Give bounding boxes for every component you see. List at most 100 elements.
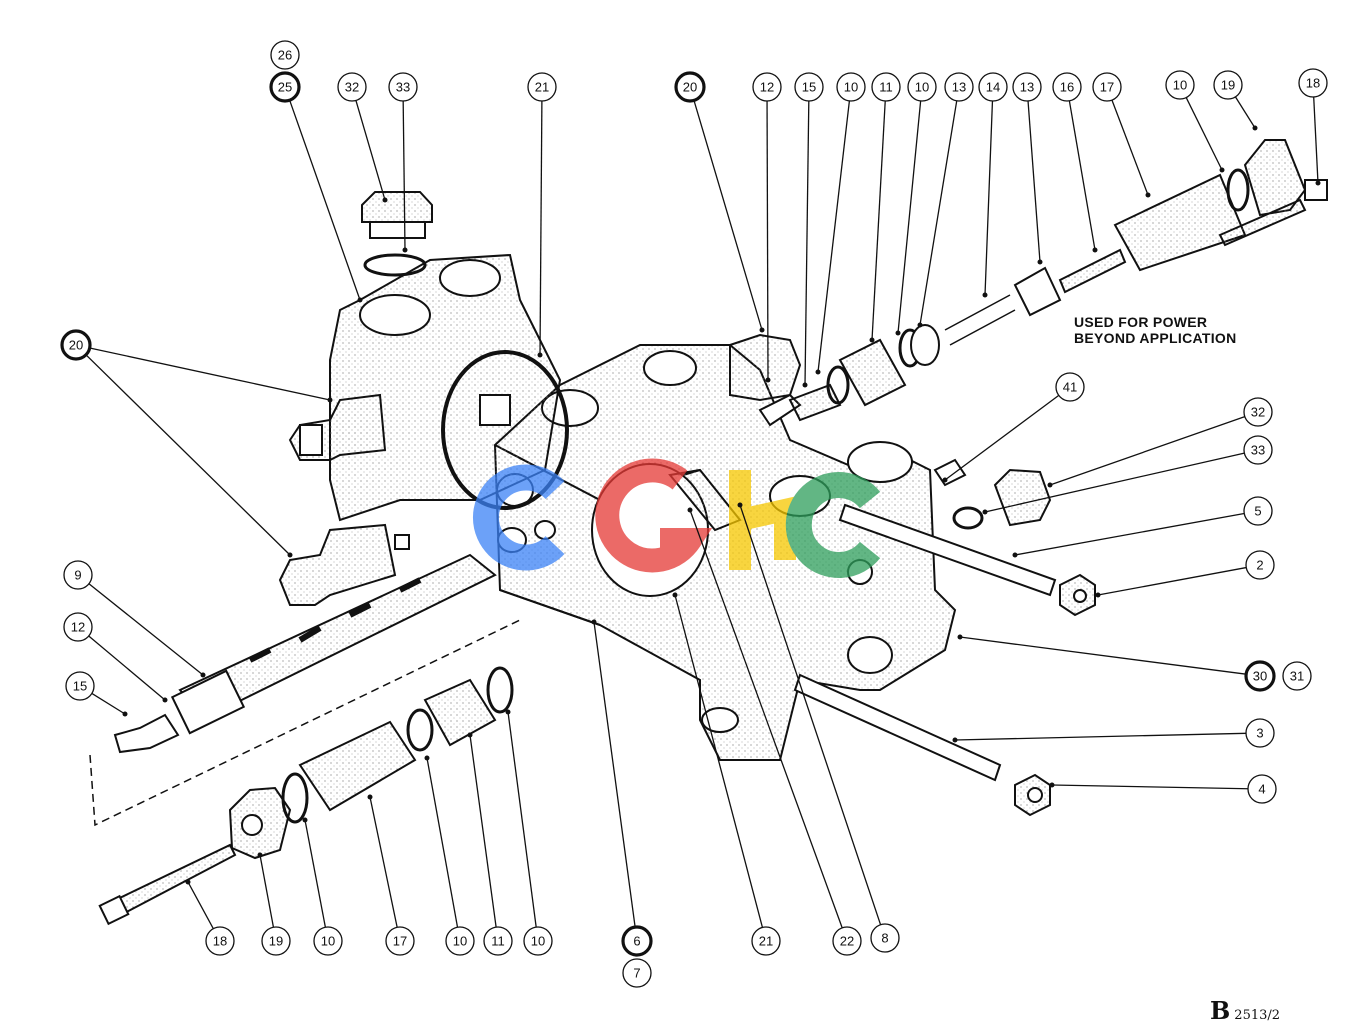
callout-circle [1243, 435, 1273, 465]
leader-c12b [88, 635, 166, 701]
callout-label: 33 [1251, 443, 1265, 458]
callout-label: 33 [396, 80, 410, 95]
callout-circle [832, 926, 862, 956]
callout-c32b: 32 [1243, 397, 1273, 427]
leader-dot-c13a [917, 322, 923, 328]
callout-label: 19 [269, 934, 283, 949]
callout-label: 26 [278, 48, 292, 63]
leader-c10b [897, 100, 922, 334]
leader-c4 [1051, 784, 1249, 790]
callout-circle [63, 612, 93, 642]
callout-circle [385, 926, 415, 956]
callout-c5: 5 [1243, 496, 1273, 526]
callout-circle [1298, 68, 1328, 98]
plug-15-left [113, 713, 180, 754]
callout-label: 21 [759, 934, 773, 949]
callout-c31: 31 [1282, 661, 1312, 691]
callout-circle [1092, 72, 1122, 102]
callout-circle [60, 329, 92, 361]
callout-label: 12 [71, 620, 85, 635]
leader-dot-c41 [942, 477, 948, 483]
leader-dot-c2 [1095, 592, 1101, 598]
callout-c10f: 10 [523, 926, 553, 956]
leader-dot-c17b [367, 794, 373, 800]
callout-circle [261, 926, 291, 956]
callout-c10b: 10 [907, 72, 937, 102]
relief-valve-upper-left [288, 393, 387, 461]
callout-circle [1245, 550, 1275, 580]
leader-dot-c33b [982, 509, 988, 515]
callout-label: 16 [1060, 80, 1074, 95]
leader-dot-c3 [952, 737, 958, 743]
leader-c20a [693, 100, 763, 331]
leader-c8 [739, 504, 882, 925]
leader-dot-c21a [537, 352, 543, 358]
leader-dot-c13b [1037, 259, 1043, 265]
callout-c41: 41 [1055, 372, 1085, 402]
callout-label: 10 [531, 934, 545, 949]
leader-c21b [674, 594, 764, 928]
leader-c5 [1014, 512, 1245, 556]
callout-c33b: 33 [1243, 435, 1273, 465]
callout-c21b: 21 [751, 926, 781, 956]
callout-circle [1245, 718, 1275, 748]
callout-label: 6 [633, 934, 640, 949]
callout-c12a: 12 [752, 72, 782, 102]
callout-c7: 7 [622, 958, 652, 988]
callout-circle [870, 923, 900, 953]
watermark-c1 [473, 464, 565, 571]
callout-c4: 4 [1247, 774, 1277, 804]
callout-label: 30 [1253, 669, 1267, 684]
callout-c22: 22 [832, 926, 862, 956]
callout-label: 20 [69, 338, 83, 353]
drawing-ref-number: 2513/2 [1234, 1008, 1281, 1023]
callout-circle [1282, 661, 1312, 691]
callout-label: 15 [802, 80, 816, 95]
callout-circle [527, 72, 557, 102]
watermark-g [595, 458, 713, 573]
callout-c10c: 10 [1165, 70, 1195, 100]
leader-c10c [1185, 97, 1223, 171]
callout-circle [836, 72, 866, 102]
callout-circle [1213, 70, 1243, 100]
leader-dot-c21b [672, 592, 678, 598]
leader-c10e [426, 757, 459, 928]
leader-c11b [469, 734, 497, 928]
callout-c15b: 15 [65, 671, 95, 701]
callout-c15a: 15 [794, 72, 824, 102]
callout-circle [269, 71, 301, 103]
leader-c10f [507, 711, 537, 928]
callout-c25: 25 [269, 71, 301, 103]
leader-c15a [804, 100, 810, 386]
leader-dot-c22 [687, 507, 693, 513]
relief-valve-top-right [729, 333, 802, 402]
callout-c18b: 18 [205, 926, 235, 956]
power-beyond-note: USED FOR POWER BEYOND APPLICATION [1074, 314, 1237, 346]
callout-circle [523, 926, 553, 956]
callout-label: 18 [1306, 76, 1320, 91]
leader-dot-c15a [802, 382, 808, 388]
leader-dot-c15b [122, 711, 128, 717]
callout-circle [621, 925, 653, 957]
callout-c12b: 12 [63, 612, 93, 642]
callout-circle [1165, 70, 1195, 100]
leader-c6 [593, 621, 636, 928]
leader-c32b [1049, 416, 1246, 486]
callout-circle [388, 72, 418, 102]
callout-c18a: 18 [1298, 68, 1328, 98]
leader-c25 [289, 99, 361, 301]
leader-c9 [88, 583, 204, 676]
callout-label: 11 [879, 80, 893, 95]
leader-dot-c10e [424, 755, 430, 761]
callout-label: 7 [633, 966, 640, 981]
watermark-c2 [785, 472, 881, 578]
callout-label: 20 [683, 80, 697, 95]
callout-c20b: 20 [60, 329, 92, 361]
callout-circle [1244, 660, 1276, 692]
callout-label: 10 [915, 80, 929, 95]
callout-circle [751, 926, 781, 956]
assembly-dashed-line [89, 619, 521, 827]
callout-circle [483, 926, 513, 956]
callout-circle [63, 560, 93, 590]
